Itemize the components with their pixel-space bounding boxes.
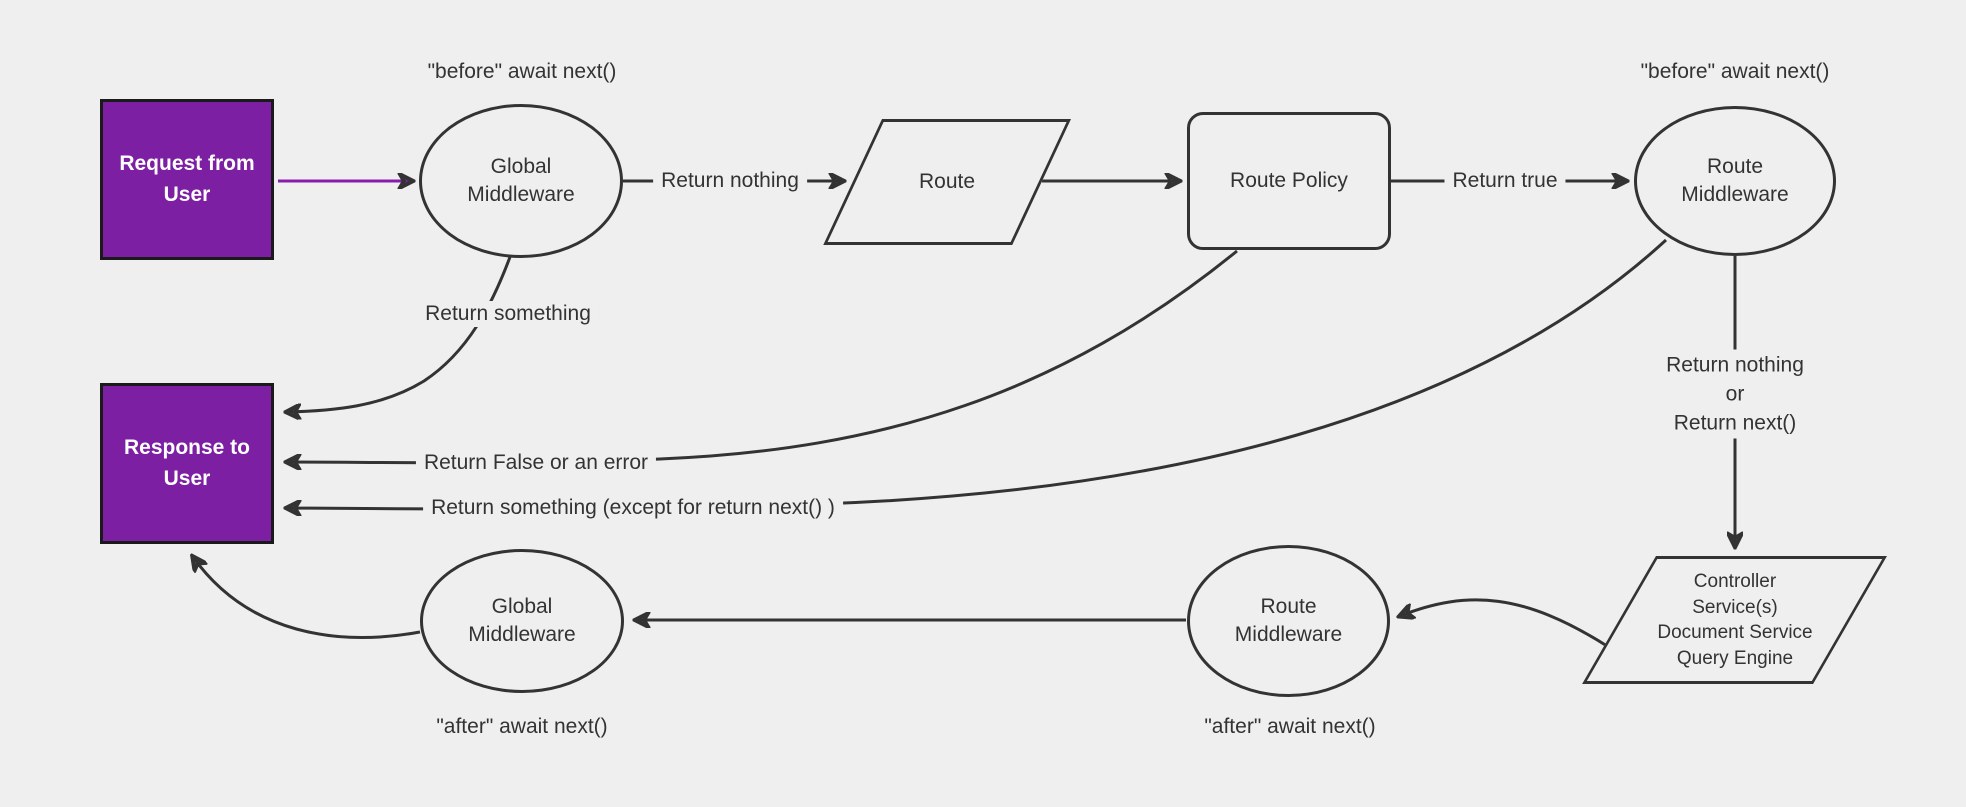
node-route-policy: Route Policy <box>1187 112 1391 250</box>
node-route-middleware-after-label: Route Middleware <box>1234 594 1343 646</box>
edge-label-return-nothing: Return nothing <box>653 168 807 194</box>
edge-label-return-true: Return true <box>1444 168 1566 194</box>
node-route-middleware-before: Route Middleware <box>1634 106 1836 256</box>
node-route-middleware-before-label: Route Middleware <box>1681 154 1789 206</box>
node-global-middleware-after-label: Global Middleware <box>468 594 576 646</box>
node-global-middleware-before-label: Global Middleware <box>467 154 575 206</box>
node-response-to-user: Response to User <box>100 383 274 544</box>
edge-label-return-false-or-error: Return False or an error <box>415 450 657 476</box>
controller-line-4: Query Engine <box>1676 647 1794 669</box>
node-global-middleware-before: Global Middleware <box>419 104 623 258</box>
controller-line-1: Controller <box>1693 571 1777 592</box>
edge-label-return-nothing-or-next: Return nothing or Return next() <box>1658 349 1812 439</box>
annotation-after-await-next-route: "after" await next() <box>1204 715 1376 738</box>
node-request-from-user-label: Request from User <box>119 152 255 206</box>
controller-line-2: Service(s) <box>1692 596 1778 618</box>
node-response-to-user-label: Response to User <box>123 436 251 490</box>
node-route-middleware-after: Route Middleware <box>1187 545 1390 697</box>
node-global-middleware-after: Global Middleware <box>420 549 624 693</box>
edge-label-return-something-except: Return something (except for return next… <box>423 495 843 521</box>
node-request-from-user: Request from User <box>100 99 274 260</box>
node-route-policy-label: Route Policy <box>1230 169 1348 192</box>
annotation-after-await-next-global: "after" await next() <box>436 715 608 738</box>
edge-label-return-nothing-or-next-line1: Return nothing <box>1666 353 1804 377</box>
annotation-before-await-next-global: "before" await next() <box>427 60 617 83</box>
annotation-before-await-next-route: "before" await next() <box>1640 60 1830 83</box>
edge-controller-to-route-middleware-after <box>1400 598 1608 648</box>
edge-global-middleware-after-to-response <box>193 557 421 639</box>
edge-label-return-nothing-or-next-line2: or <box>1725 382 1745 406</box>
edge-global-middleware-to-response <box>287 256 512 412</box>
node-controller-services-label: Controller Service(s) Document Service Q… <box>1657 569 1812 671</box>
node-route-label: Route <box>918 170 976 193</box>
edge-label-return-nothing-or-next-line3: Return next() <box>1673 411 1797 435</box>
edge-route-policy-to-response <box>287 249 1238 463</box>
edge-label-return-something: Return something <box>417 301 599 327</box>
controller-line-3: Document Service <box>1657 622 1813 643</box>
